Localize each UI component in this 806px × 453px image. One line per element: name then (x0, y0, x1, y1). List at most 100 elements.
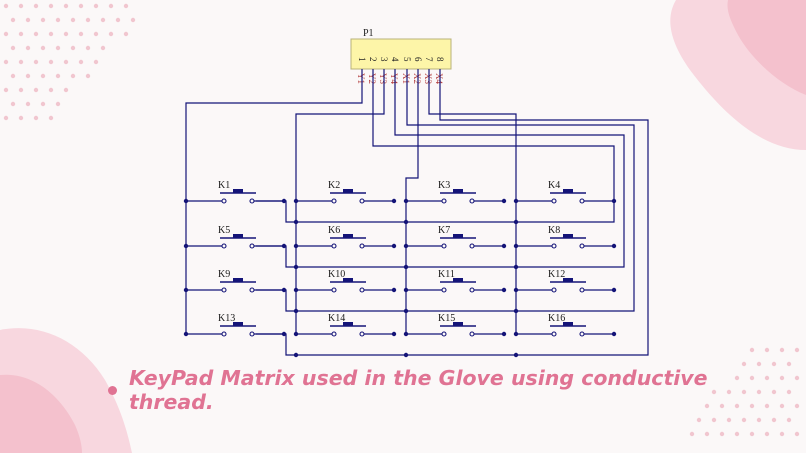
key-label: K10 (328, 269, 345, 280)
switch-button (453, 189, 463, 193)
junction-dot (403, 308, 409, 314)
decor-dot (719, 431, 725, 437)
junction-dot (513, 264, 519, 270)
pin-number: 3 (379, 57, 389, 62)
decor-dot (18, 3, 24, 9)
decor-dot (33, 31, 39, 37)
switch-button (453, 278, 463, 282)
decor-dot (78, 3, 84, 9)
decor-dot (10, 45, 16, 51)
junction-dot (293, 219, 299, 225)
decor-dot (741, 389, 747, 395)
wire (406, 92, 635, 290)
decor-dot (696, 417, 702, 423)
net-label: X3 (423, 73, 433, 84)
caption: KeyPad Matrix used in the Glove using co… (108, 366, 788, 414)
decor-dot (33, 87, 39, 93)
decor-dot (100, 45, 106, 51)
key-switch-k11: K11 (406, 269, 504, 293)
decor-dot (18, 87, 24, 93)
switch-contact (551, 243, 557, 249)
junction-dot (403, 219, 409, 225)
decor-dot (756, 361, 762, 367)
decor-dot (63, 59, 69, 65)
wire (295, 92, 385, 332)
decor-dot (40, 17, 46, 23)
decor-dot (85, 45, 91, 51)
decor-dot (719, 403, 725, 409)
net-label: Y2 (367, 73, 377, 84)
switch-contact (469, 287, 475, 293)
decor-dot (779, 347, 785, 353)
key-switch-k3: K3 (406, 180, 504, 204)
switch-button (563, 189, 573, 193)
junction-dot (513, 308, 519, 314)
decor-dot (711, 389, 717, 395)
switch-contact (579, 331, 585, 337)
key-label: K11 (438, 269, 455, 280)
decor-dot (33, 59, 39, 65)
top-right-blob-dark (727, 0, 806, 95)
decor-dot (18, 115, 24, 121)
decor-dot (779, 431, 785, 437)
decor-dot (70, 17, 76, 23)
key-label: K15 (438, 313, 455, 324)
net-label: X1 (401, 73, 411, 84)
net-label: Y1 (356, 73, 366, 84)
decor-dot (18, 31, 24, 37)
decor-dot (70, 45, 76, 51)
switch-button (563, 278, 573, 282)
switch-button (233, 322, 243, 326)
key-switch-k4: K4 (516, 180, 614, 204)
wire (372, 92, 615, 201)
decor-dot (115, 17, 121, 23)
decor-dot (764, 375, 770, 381)
decor-dot (108, 31, 114, 37)
key-switch-k15: K15 (406, 313, 504, 337)
decor-dot (55, 73, 61, 79)
dot-pattern-bottom-right (689, 347, 800, 437)
bullet-icon (108, 385, 117, 395)
decor-dot (734, 375, 740, 381)
decor-dot (55, 101, 61, 107)
decor-dot (749, 347, 755, 353)
switch-button (233, 234, 243, 238)
decor-dot (123, 3, 129, 9)
switch-contact (221, 243, 227, 249)
switch-button (343, 189, 353, 193)
key-label: K16 (548, 313, 565, 324)
decor-dot (10, 101, 16, 107)
decor-dot (48, 59, 54, 65)
switch-button (233, 278, 243, 282)
key-label: K13 (218, 313, 235, 324)
bottom-left-blob-dark (0, 374, 82, 453)
key-switch-k14: K14 (296, 313, 394, 337)
wire (428, 92, 517, 332)
wire (405, 92, 419, 332)
switch-contact (331, 331, 337, 337)
decor-dot (33, 115, 39, 121)
switch-button (563, 322, 573, 326)
wire (185, 92, 363, 332)
pin-number: 2 (368, 57, 378, 62)
net-label: Y3 (378, 73, 388, 84)
decor-dot (55, 17, 61, 23)
key-label: K5 (218, 225, 230, 236)
decor-dot (711, 417, 717, 423)
decor-dot (40, 101, 46, 107)
decor-dot (78, 31, 84, 37)
decor-dot (3, 59, 9, 65)
pin-number: 6 (413, 57, 423, 62)
switch-contact (441, 198, 447, 204)
decor-dot (18, 59, 24, 65)
connector-ref: P1 (363, 28, 374, 39)
switch-contact (579, 198, 585, 204)
switch-contact (359, 243, 365, 249)
decor-dot (704, 431, 710, 437)
decor-dot (93, 31, 99, 37)
key-label: K6 (328, 225, 340, 236)
decor-dot (786, 417, 792, 423)
caption-text: KeyPad Matrix used in the Glove using co… (129, 366, 708, 414)
